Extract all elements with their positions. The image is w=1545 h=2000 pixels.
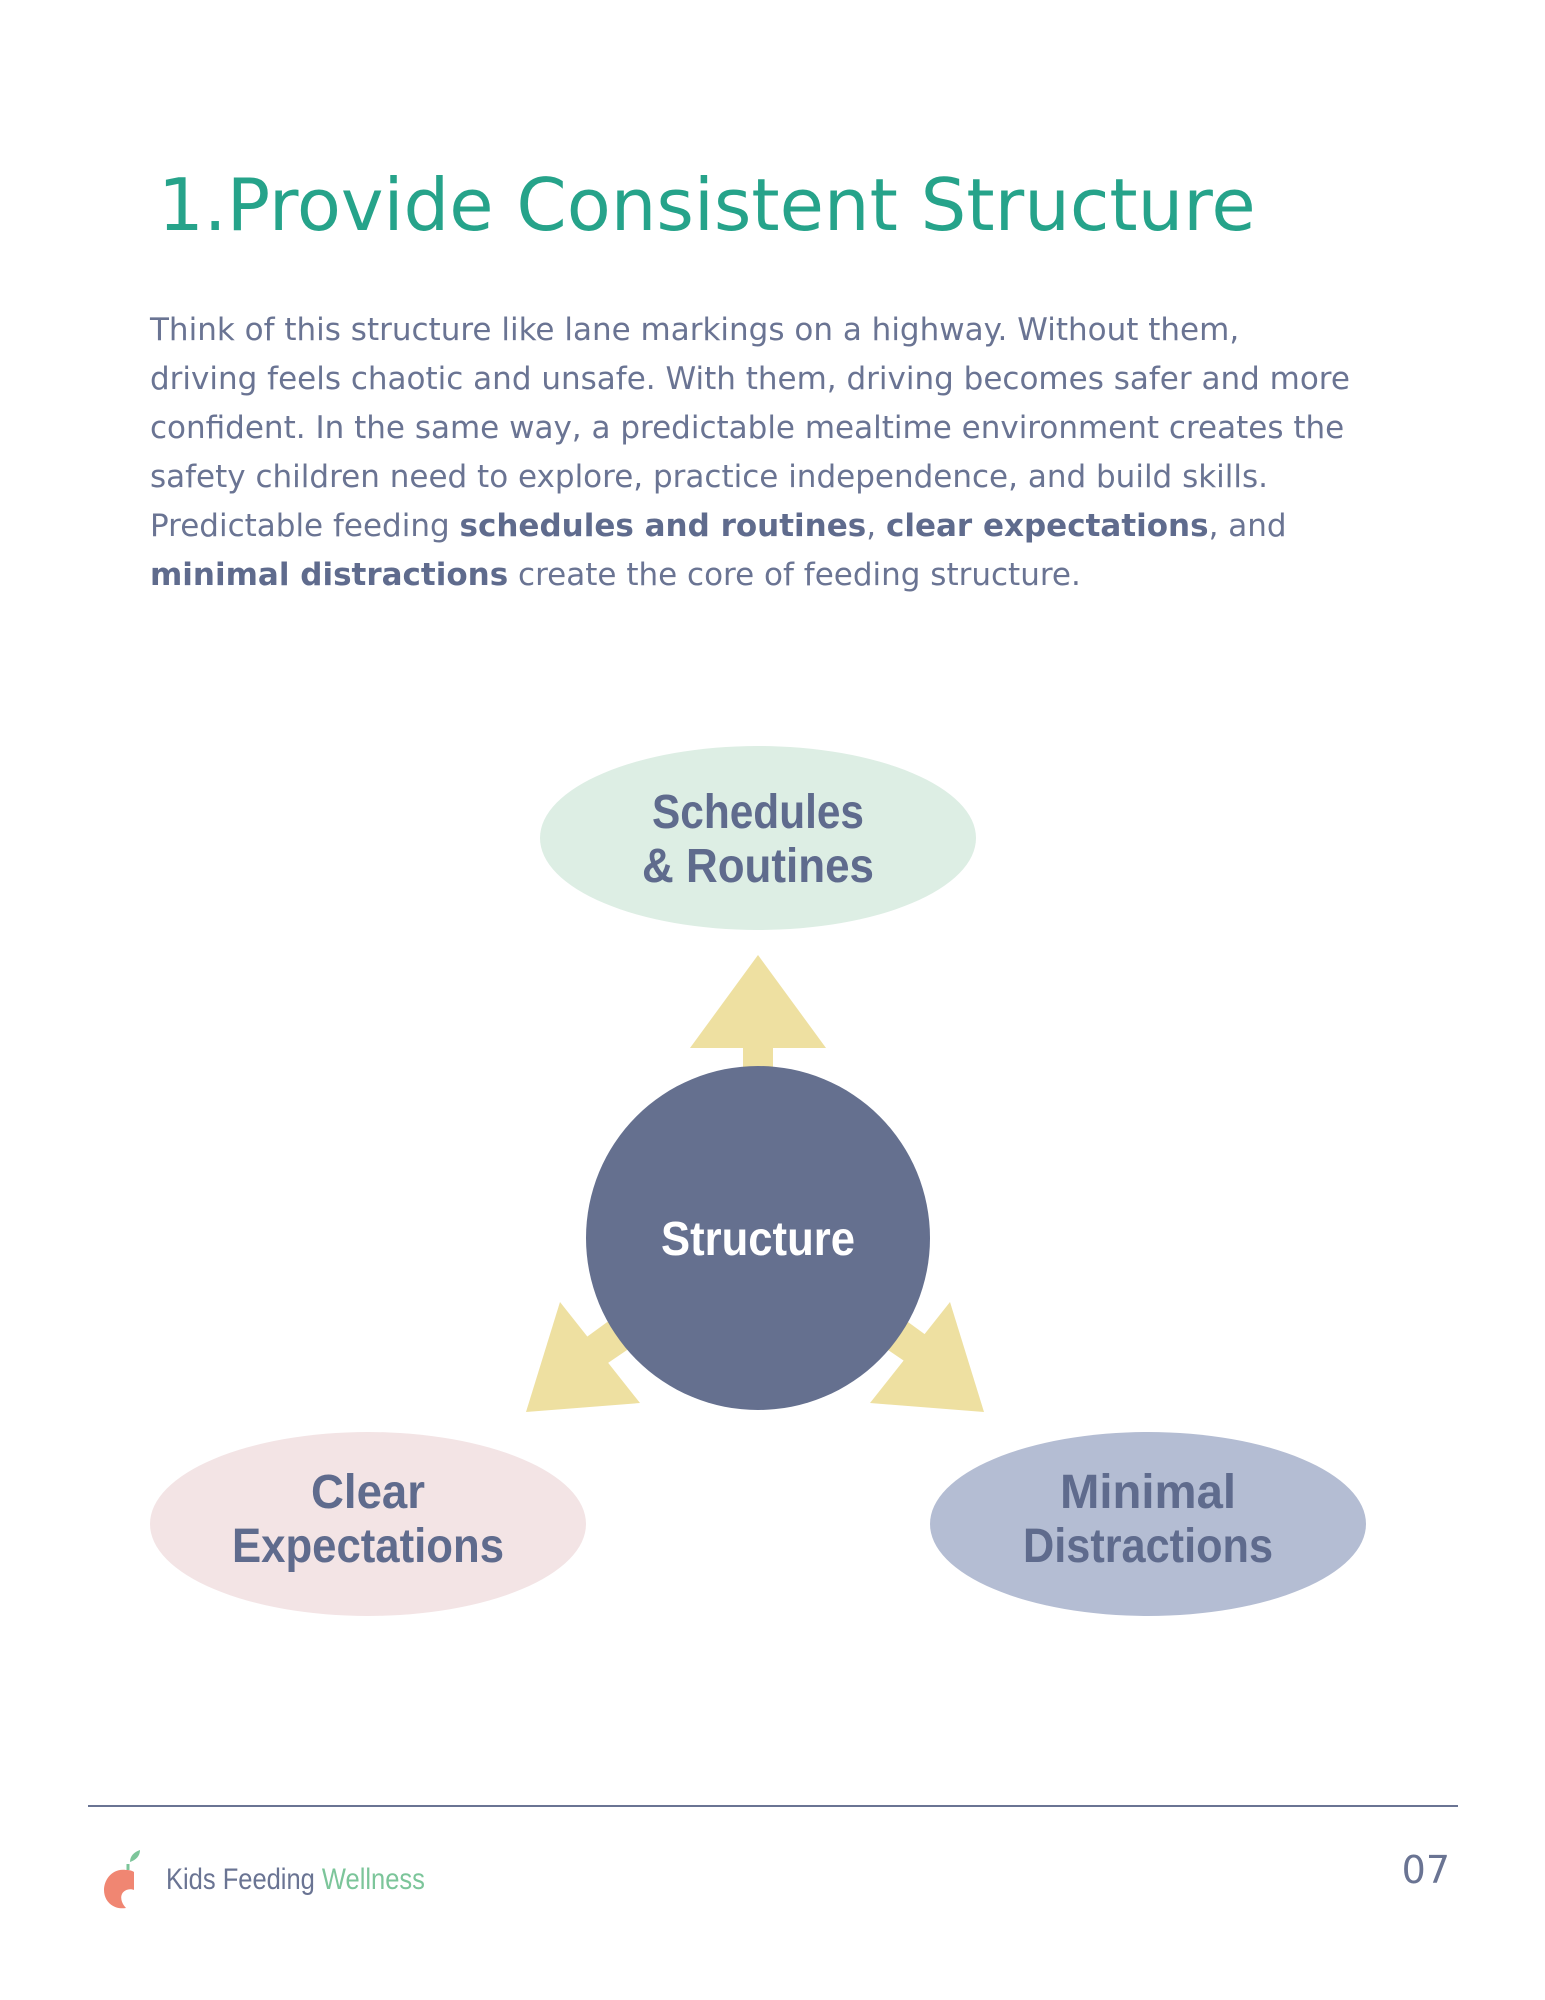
brand-name-kids: Kids Feeding <box>166 1863 322 1896</box>
intro-bold-distractions: minimal distractions <box>150 557 509 593</box>
node-schedules-line2: & Routines <box>642 840 874 893</box>
intro-sep-2: , and <box>1208 508 1287 544</box>
page-title: 1.Provide Consistent Structure <box>158 163 1256 247</box>
brand-logo-group: Kids Feeding Wellness <box>100 1848 471 1912</box>
node-schedules-ellipse <box>540 746 976 930</box>
brand-name-wellness: Wellness <box>321 1863 425 1896</box>
arrow-down-left <box>526 1302 640 1412</box>
node-distractions-line2: Distractions <box>1023 1520 1273 1573</box>
intro-paragraph: Think of this structure like lane markin… <box>150 306 1350 600</box>
intro-bold-expectations: clear expectations <box>885 508 1209 544</box>
apple-logo-icon <box>104 1850 140 1909</box>
center-circle <box>586 1066 930 1410</box>
arrow-up <box>690 955 826 1085</box>
node-distractions-ellipse <box>930 1432 1366 1616</box>
arrow-up-head <box>690 955 826 1048</box>
intro-text-2: create the core of feeding structure. <box>508 557 1081 593</box>
center-label: Structure <box>661 1213 855 1266</box>
node-expectations-line2: Expectations <box>232 1520 504 1573</box>
node-expectations-line1: Clear <box>311 1466 425 1519</box>
intro-bold-schedules: schedules and routines <box>459 508 867 544</box>
arrow-down-right-head <box>870 1302 984 1412</box>
intro-text-1: Think of this structure like lane markin… <box>150 312 1350 544</box>
node-distractions-line1: Minimal <box>1060 1466 1236 1519</box>
node-expectations-ellipse <box>150 1432 586 1616</box>
footer-divider <box>88 1805 1458 1807</box>
node-schedules-line1: Schedules <box>652 786 864 839</box>
intro-sep-1: , <box>866 508 886 544</box>
brand-name: Kids Feeding Wellness <box>166 1863 425 1897</box>
page-number: 07 <box>1401 1848 1450 1892</box>
arrow-down-left-head <box>526 1302 640 1412</box>
arrow-down-right <box>870 1302 984 1412</box>
